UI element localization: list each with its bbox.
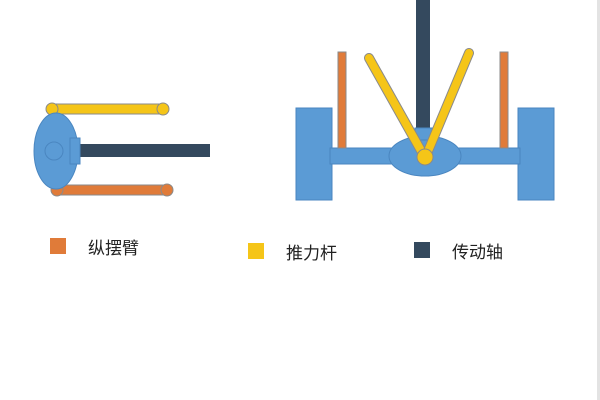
thrust-rod-ball-joint <box>416 148 434 166</box>
legend-label-driveshaft: 传动轴 <box>452 242 503 263</box>
thrust-rod-right <box>422 49 473 160</box>
legend-label-thrust-rod: 推力杆 <box>286 243 337 264</box>
right-edge-border <box>597 0 600 400</box>
rear-trailing-arm-right <box>499 51 509 149</box>
legend-swatch-driveshaft <box>414 242 430 258</box>
legend-thrust-rod: 推力杆 <box>248 241 337 264</box>
rear-trailing-arm-left <box>337 51 347 149</box>
side-thrust-rod <box>51 103 165 115</box>
legend-swatch-thrust-rod <box>248 243 264 259</box>
legend-swatch-trailing-arm <box>50 238 66 254</box>
side-trailing-arm <box>55 184 168 196</box>
legend-trailing-arm: 纵摆臂 <box>50 236 139 259</box>
side-driveshaft <box>76 144 210 157</box>
rear-view <box>295 0 555 201</box>
thrust-rod-left <box>365 54 428 160</box>
side-trailing-arm-joint-right <box>160 183 174 197</box>
side-axle-hub <box>44 141 64 161</box>
side-thrust-rod-joint-right <box>156 102 170 116</box>
legend-driveshaft: 传动轴 <box>414 240 503 263</box>
right-wheel <box>517 107 555 201</box>
legend-label-trailing-arm: 纵摆臂 <box>88 238 139 259</box>
side-axle-neck <box>69 137 81 165</box>
rear-driveshaft <box>416 0 430 134</box>
left-wheel <box>295 107 333 201</box>
side-view <box>33 102 210 197</box>
